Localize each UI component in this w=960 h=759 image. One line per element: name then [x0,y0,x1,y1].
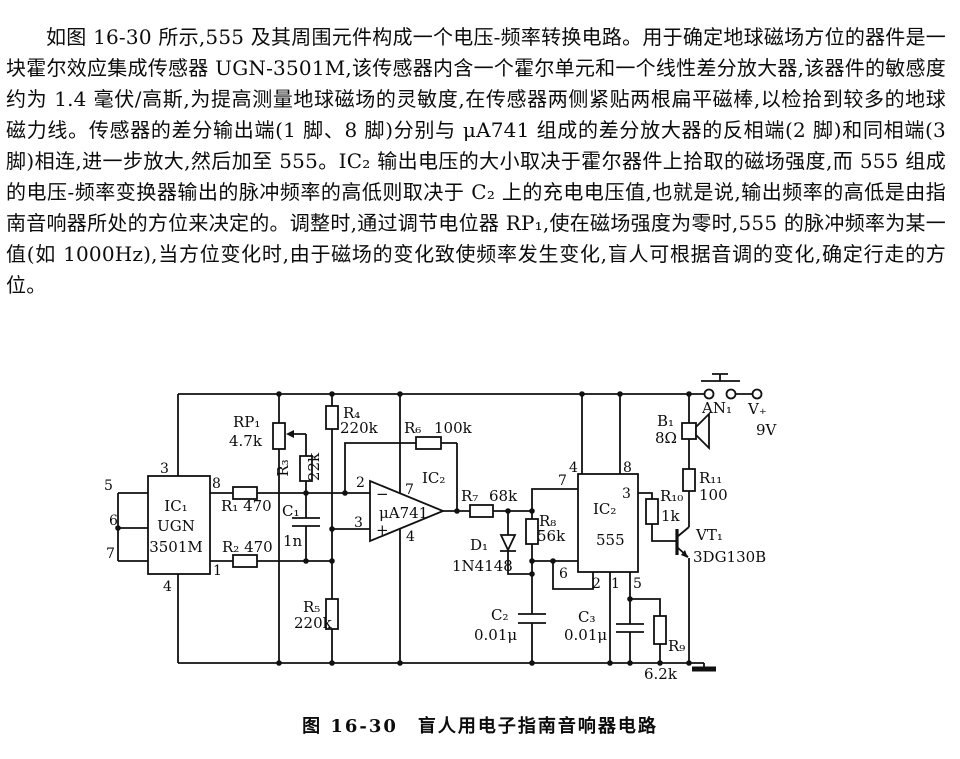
r10-ref: R₁₀ [660,487,683,505]
supply-terminal: V₊ 9V [747,400,778,439]
vt1-value: 3DG130B [693,548,766,566]
r5-ref: R₅ [303,598,320,616]
junction-dots [115,391,692,666]
opamp-pin3-label: 3 [354,515,363,531]
diode-d1: D₁ 1N4148 [452,534,517,575]
r11-value: 100 [699,486,728,504]
r7-value: 68k [489,487,518,505]
speaker-b1: B₁ 8Ω [655,411,710,451]
r9-value: 6.2k [644,665,678,682]
c1-ref: C₁ [282,502,300,520]
opamp-pin2-label: 2 [356,475,365,491]
b1-value: 8Ω [655,429,677,447]
rp1-ref: RP₁ [233,413,260,431]
timer-pin4-label: 4 [569,460,578,476]
timer-pin6-label: 6 [559,566,568,582]
r4-value: 220k [340,419,379,437]
supply-value: 9V [756,421,778,439]
resistor-r1: R₁ 470 [221,486,272,515]
r5-value: 220k [294,614,333,632]
resistor-r10: R₁₀ 1k [645,487,683,525]
ic1-pin8-label: 8 [212,476,221,492]
r4-ref: R₄ [343,404,360,422]
sensor-ic1: IC₁ UGN 3501M 3 4 5 6 7 8 1 [104,461,222,595]
ic1-pin3-label: 3 [160,461,169,477]
resistor-r7: R₇ 68k [461,487,518,518]
r8-ref: R₈ [539,512,556,530]
intro-paragraph: 如图 16-30 所示,555 及其周围元件构成一个电压-频率转换电路。用于确定… [6,25,946,297]
r2-label: R₂ 470 [222,538,273,556]
opamp-plus-icon: + [376,521,389,539]
resistor-r3: R₃ 22k [274,452,323,482]
rp1-value: 4.7k [229,432,263,450]
resistor-r5: R₅ 220k [294,598,339,632]
c3-ref: C₃ [578,608,596,626]
timer-pin7-label: 7 [558,473,567,489]
resistor-r8: R₈ 56k [525,512,566,545]
ic1-pin5-label: 5 [104,478,113,494]
r6-ref: R₆ [404,419,421,437]
timer-pin3-label: 3 [622,486,631,502]
ic1-pin7-label: 7 [106,546,115,562]
opamp-minus-icon: − [376,485,389,503]
ic1-pin1-label: 1 [213,563,222,579]
timer-pin2-label: 2 [592,576,601,592]
resistor-r11: R₁₁ 100 [682,468,728,504]
c1-value: 1n [283,532,303,550]
r1-label: R₁ 470 [221,497,272,515]
c2-ref: C₂ [491,606,509,624]
timer-part: 555 [596,531,625,549]
r9-ref: R₉ [668,637,685,655]
capacitor-c3: C₃ 0.01μ [564,608,607,644]
ic1-pin6-label: 6 [109,513,118,529]
potentiometer-rp1: RP₁ 4.7k [229,413,294,450]
vt1-emitter-arrow [681,550,688,558]
r8-value: 56k [537,527,566,545]
opamp-pin7-label: 7 [405,482,414,498]
timer-pin1-label: 1 [611,576,620,592]
ic1-pin4-label: 4 [163,579,172,595]
timer-555: IC₂ 555 4 8 7 3 6 2 1 5 [558,460,642,592]
c2-value: 0.01μ [474,626,517,644]
circuit-diagram: IC₁ UGN 3501M 3 4 5 6 7 8 1 R₁ 470 R₂ 47… [104,373,778,682]
r3-ref: R₃ [274,459,292,476]
opamp-part: μA741 [379,504,428,522]
b1-ref: B₁ [657,412,674,430]
opamp-ua741: − + μA741 IC₂ 2 3 7 4 [354,469,445,545]
r3-value: 22k [305,452,323,481]
supply-label: V₊ [747,400,767,418]
d1-ref: D₁ [470,536,488,554]
opamp-ref: IC₂ [422,469,445,487]
an1-ref: AN₁ [701,399,732,417]
r10-value: 1k [661,507,681,525]
resistor-r4: R₄ 220k [325,404,379,437]
transistor-vt1: VT₁ 3DG130B [675,526,766,566]
timer-ref: IC₂ [593,500,616,518]
resistor-r9: R₉ 6.2k [644,615,685,682]
vt1-ref: VT₁ [695,526,723,544]
rp1-wiper-arrow [286,430,294,438]
r6-value: 100k [434,419,473,437]
resistor-r6: R₆ 100k [404,419,473,450]
capacitor-c2: C₂ 0.01μ [474,606,517,644]
r7-ref: R₇ [461,487,478,505]
switch-an1: AN₁ [701,373,763,417]
figure-caption: 图 16-30 盲人用电子指南音响器电路 [302,716,658,737]
ic1-line3: 3501M [149,538,203,556]
timer-pin8-label: 8 [623,460,632,476]
r11-ref: R₁₁ [699,469,722,487]
ic1-ref: IC₁ [164,497,187,515]
c3-value: 0.01μ [564,626,607,644]
capacitor-c1: C₁ 1n [282,502,303,550]
resistor-r2: R₂ 470 [222,538,273,568]
opamp-pin4-label: 4 [406,529,415,545]
timer-pin5-label: 5 [633,576,642,592]
ic1-line2: UGN [157,517,195,535]
d1-value: 1N4148 [452,557,513,575]
